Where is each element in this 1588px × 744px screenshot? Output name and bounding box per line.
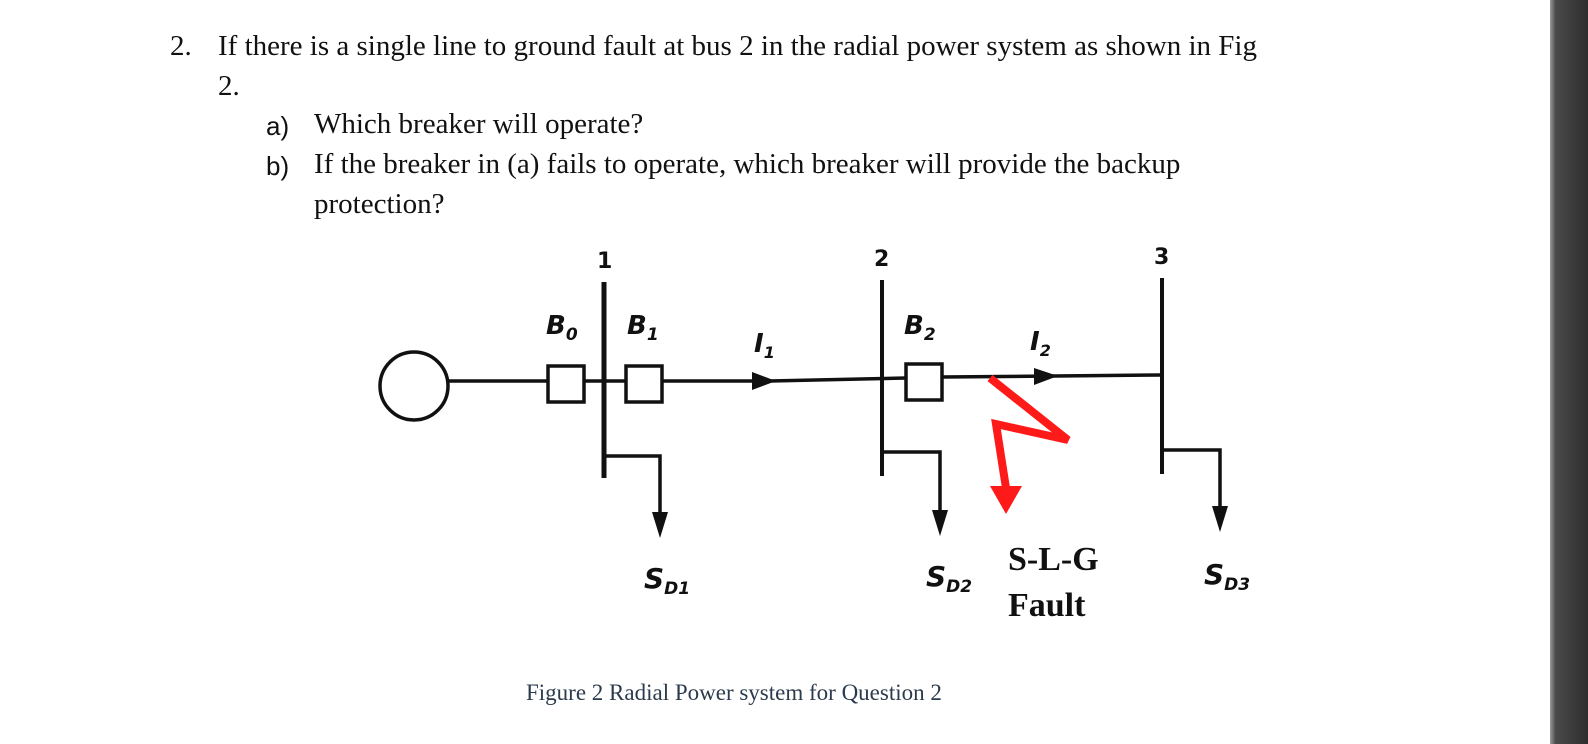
fault-lightning-icon [987, 374, 1071, 489]
breaker-b2-label: B2 [904, 311, 936, 345]
current-i2-label: I2 [1030, 327, 1051, 360]
fault-arrow-icon [990, 486, 1022, 514]
load-arrow-d1-icon [652, 512, 668, 538]
current-i1-label: I1 [754, 329, 775, 362]
load-sd2-label: SD2 [926, 560, 972, 597]
load-feeder-3 [1162, 448, 1222, 514]
part-a-marker: a) [266, 111, 290, 141]
breaker-b2-icon [904, 362, 944, 402]
question-text-line1: If there is a single line to ground faul… [218, 30, 1257, 62]
bus-1-label: 1 [597, 249, 612, 274]
fault-label-line1: S-L-G [1008, 541, 1099, 578]
load-arrow-d2-icon [932, 510, 948, 536]
current-arrow-i1-icon [752, 372, 776, 390]
figure-caption: Figure 2 Radial Power system for Questio… [526, 680, 942, 705]
viewer-edge-shadow [1550, 0, 1588, 744]
breaker-b0-label: B0 [546, 311, 578, 345]
generator-icon [378, 350, 450, 422]
load-sd1-label: SD1 [644, 562, 690, 599]
breaker-b1-icon [624, 364, 664, 404]
question-text-line2: 2. [218, 70, 240, 102]
part-b-marker: b) [266, 151, 290, 181]
load-feeder-2 [882, 450, 942, 518]
fault-label-line2: Fault [1008, 587, 1086, 624]
bus-2-label: 2 [874, 247, 889, 272]
breaker-b1-label: B1 [627, 311, 659, 345]
question-number: 2. [170, 30, 192, 62]
part-b-text-line2: protection? [314, 188, 445, 220]
breaker-b0-icon [546, 364, 586, 404]
part-a-text: Which breaker will operate? [314, 108, 644, 140]
bus-3-label: 3 [1154, 245, 1169, 270]
current-arrow-i2-icon [1034, 368, 1058, 385]
part-b-text-line1: If the breaker in (a) fails to operate, … [314, 148, 1181, 180]
load-feeder-1 [604, 454, 662, 520]
load-sd3-label: SD3 [1204, 558, 1250, 595]
load-arrow-d3-icon [1212, 506, 1228, 532]
